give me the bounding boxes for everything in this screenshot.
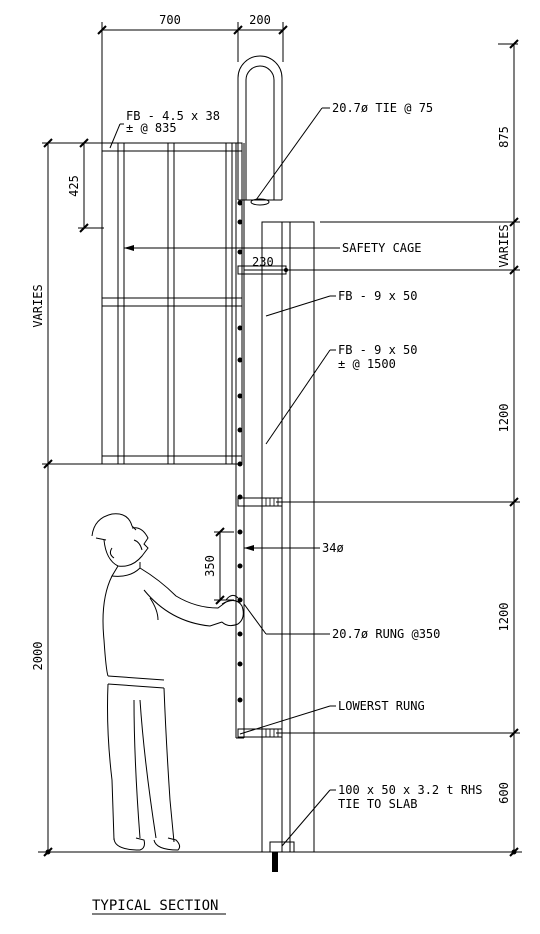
top-dimension-lines (97, 22, 288, 143)
label-fb-cage-1: FB - 4.5 x 38 (126, 109, 220, 123)
label-rhs-1: 100 x 50 x 3.2 t RHS (338, 783, 483, 797)
ladder-stile (235, 143, 245, 739)
label-34-dia: 34ø (322, 541, 344, 555)
person-figure (91, 513, 244, 851)
post-column (261, 221, 315, 853)
dimension-right-varies: VARIES (497, 224, 511, 267)
dimension-600: 600 (497, 782, 511, 804)
safety-cage (101, 142, 243, 465)
leader-lines (109, 107, 340, 847)
dimension-230: 230 (252, 255, 274, 269)
dimension-1200-lower: 1200 (497, 603, 511, 632)
label-rung: 20.7ø RUNG @350 (332, 627, 440, 641)
rung-spacing-dimension (214, 527, 234, 605)
dimension-2000: 2000 (31, 642, 45, 671)
dimension-875: 875 (497, 126, 511, 148)
label-rhs-2: TIE TO SLAB (338, 797, 417, 811)
bracket-bottom (237, 728, 283, 738)
rung-dots (237, 200, 243, 703)
label-fb-lower-1: FB - 9 x 50 (338, 343, 417, 357)
label-fb-cage-2: ± @ 835 (126, 121, 177, 135)
right-dimension-lines (276, 39, 520, 857)
label-fb-lower-2: ± @ 1500 (338, 357, 396, 371)
left-dimension-lines (42, 138, 104, 857)
dimension-1200-upper: 1200 (497, 404, 511, 433)
label-lowest-rung: LOWERST RUNG (338, 699, 425, 713)
ground-slab (38, 841, 522, 872)
drawing-title: TYPICAL SECTION (92, 898, 218, 914)
dimension-200: 200 (249, 13, 271, 27)
dimension-425: 425 (67, 175, 81, 197)
label-tie: 20.7ø TIE @ 75 (332, 101, 433, 115)
grab-hoop (237, 55, 283, 206)
dimension-350: 350 (203, 555, 217, 577)
bracket-middle (237, 497, 283, 507)
label-fb-upper: FB - 9 x 50 (338, 289, 417, 303)
dimension-700: 700 (159, 13, 181, 27)
label-safety-cage: SAFETY CAGE (342, 241, 421, 255)
dimension-left-varies: VARIES (31, 284, 45, 327)
